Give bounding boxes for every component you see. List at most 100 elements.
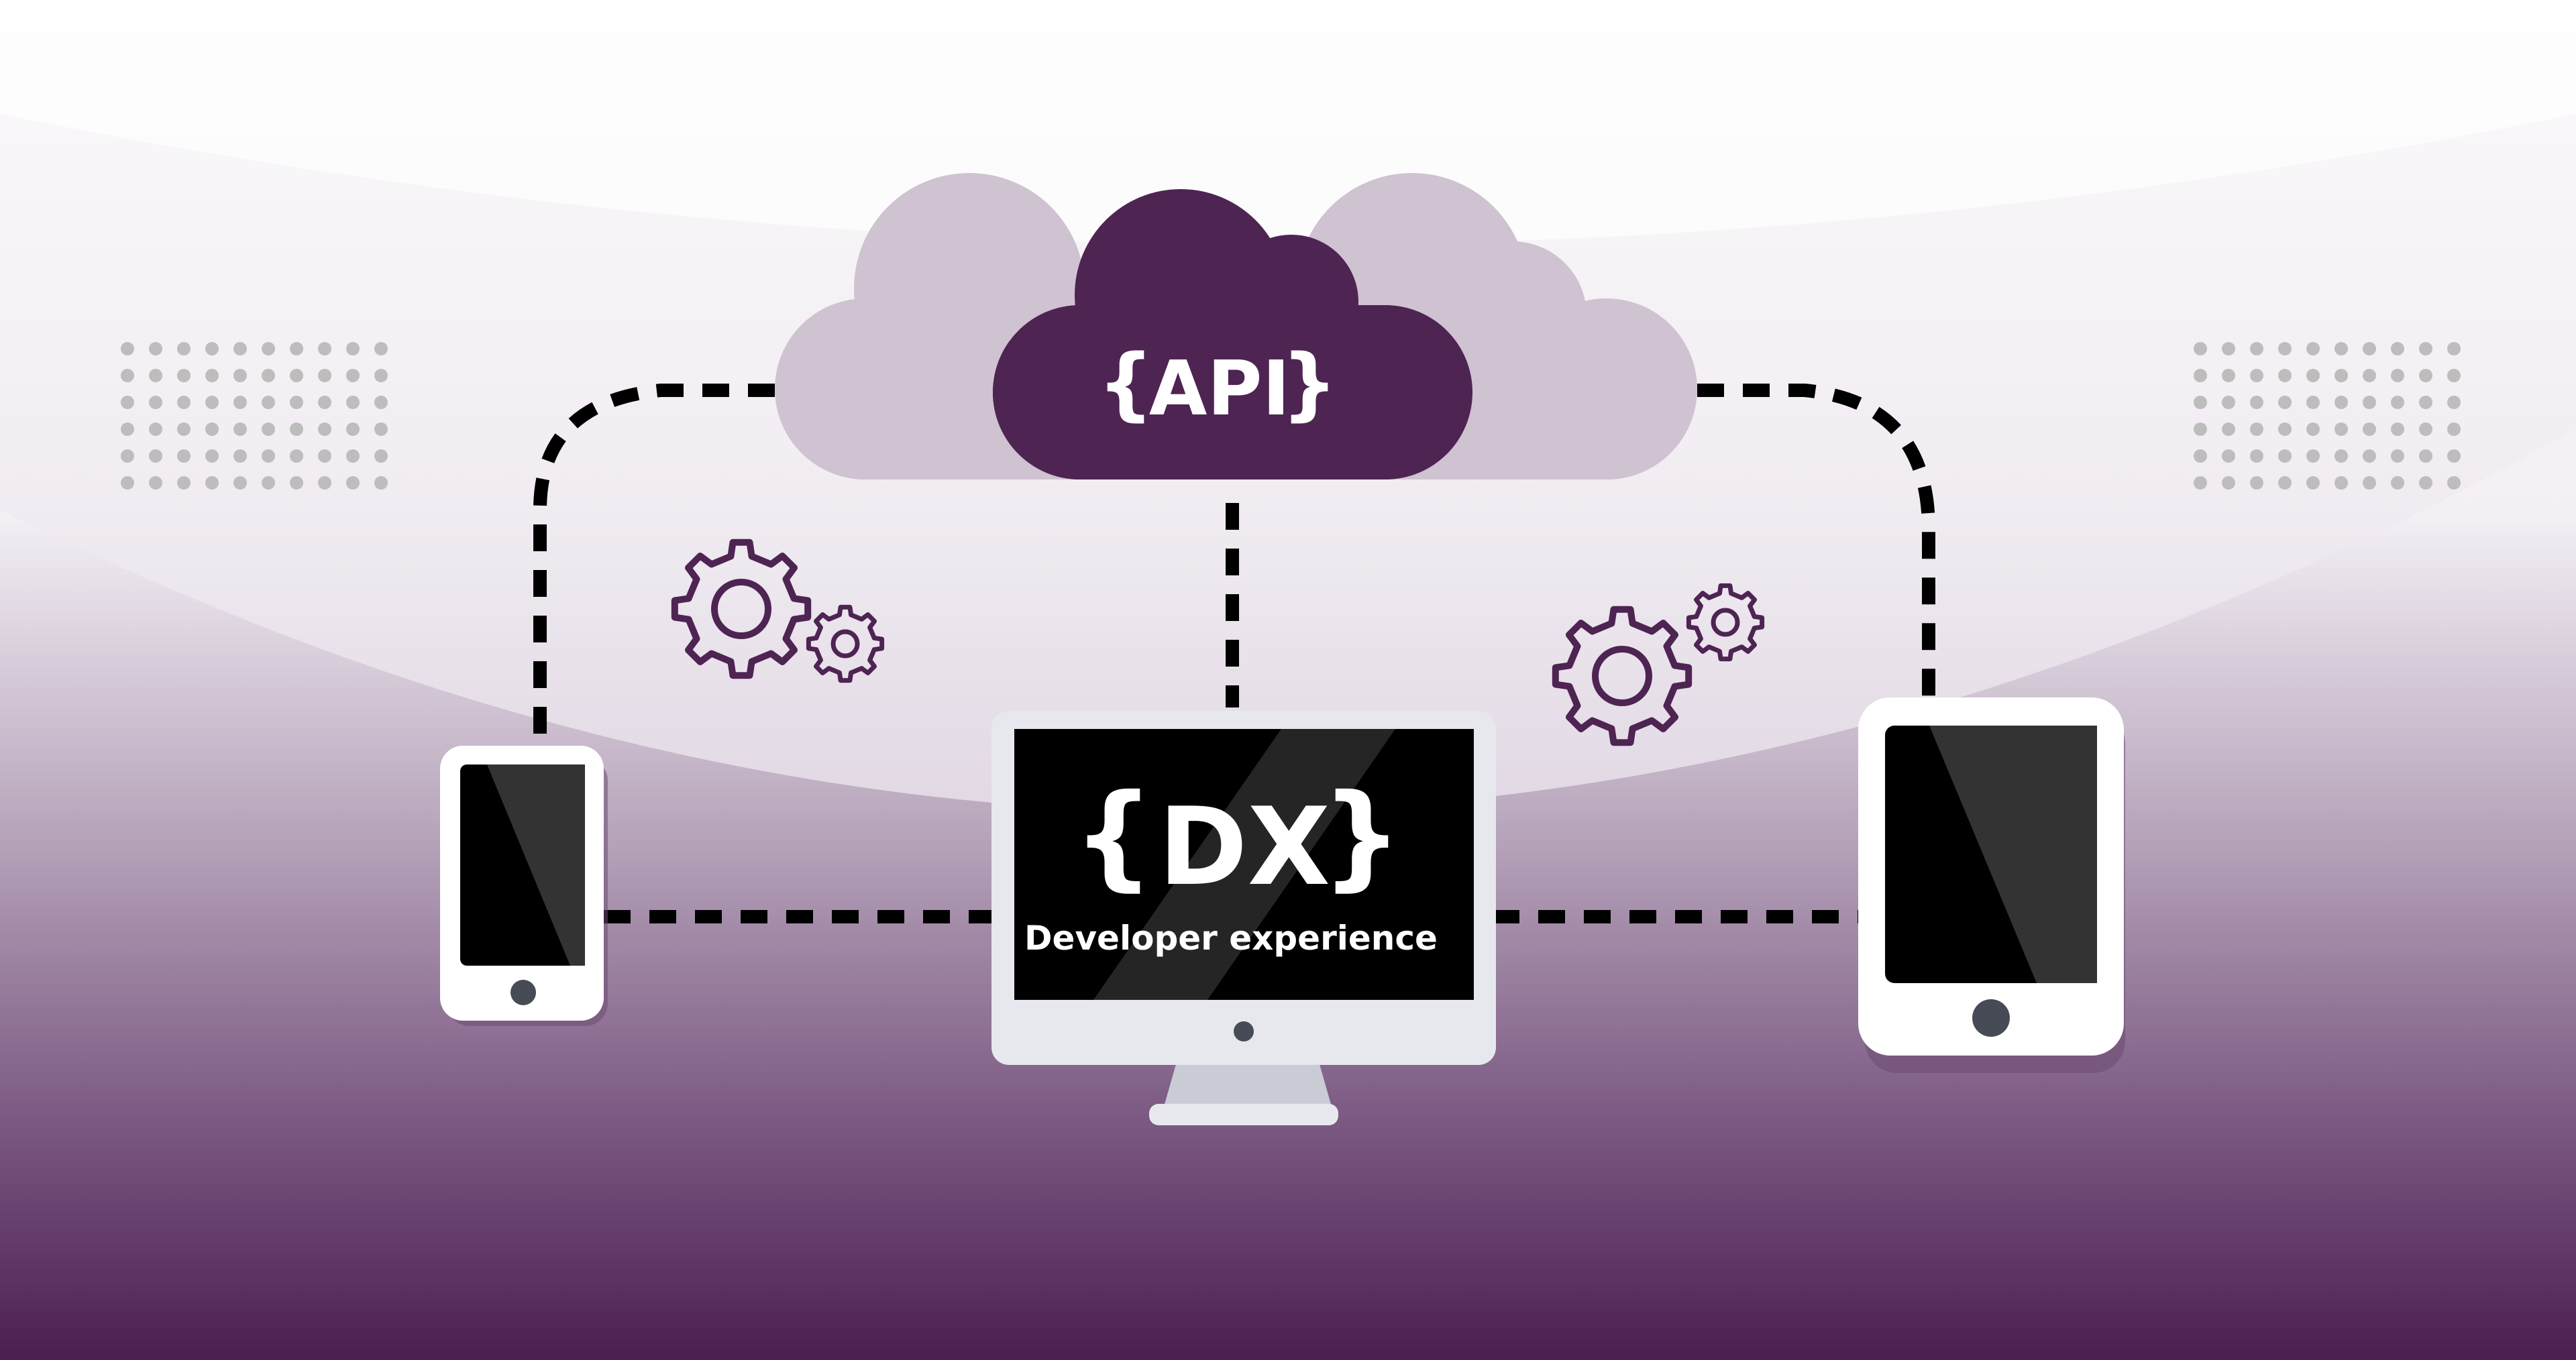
gears xyxy=(671,539,1765,746)
monitor-camera-dot xyxy=(1234,1021,1254,1041)
dot xyxy=(290,449,303,463)
dot xyxy=(149,422,162,436)
dot xyxy=(205,449,219,463)
dot xyxy=(346,422,360,436)
dot xyxy=(2222,369,2235,382)
dot xyxy=(121,342,134,355)
dot xyxy=(290,342,303,355)
dx-subtitle: Developer experience xyxy=(1024,919,1438,958)
dot xyxy=(262,342,275,355)
dot xyxy=(2306,422,2320,436)
dot xyxy=(2391,476,2404,490)
api-cloud: { API } xyxy=(775,173,1697,479)
dot xyxy=(2447,422,2461,436)
dot xyxy=(149,396,162,409)
dot xyxy=(177,396,191,409)
dot-grid-right xyxy=(2194,342,2461,490)
dot xyxy=(2306,396,2320,409)
dot xyxy=(205,369,219,382)
dot xyxy=(262,369,275,382)
dot xyxy=(2334,449,2348,463)
dot xyxy=(2447,396,2461,409)
dot xyxy=(121,369,134,382)
dot xyxy=(2278,449,2292,463)
dot xyxy=(374,449,388,463)
connector-cloud-to-phone xyxy=(533,384,775,748)
dot xyxy=(149,476,162,490)
dot xyxy=(346,342,360,355)
monitor-device: { DX } Developer experience xyxy=(991,711,1496,1125)
dot xyxy=(2194,342,2207,355)
dot xyxy=(2391,449,2404,463)
dx-brace-close: } xyxy=(1321,770,1402,903)
dot xyxy=(2278,396,2292,409)
tablet-device xyxy=(1858,697,2125,1073)
dot xyxy=(2222,422,2235,436)
dot xyxy=(233,342,247,355)
dot xyxy=(2250,476,2263,490)
dot xyxy=(205,476,219,490)
dot xyxy=(2363,396,2376,409)
dot xyxy=(2278,342,2292,355)
dot xyxy=(2278,476,2292,490)
api-brace-close: } xyxy=(1281,337,1338,429)
dot xyxy=(2419,369,2432,382)
dot xyxy=(318,476,331,490)
dot xyxy=(346,449,360,463)
dot xyxy=(177,342,191,355)
api-brace-open: { xyxy=(1097,337,1154,429)
dot xyxy=(318,396,331,409)
dot xyxy=(121,476,134,490)
dot xyxy=(233,449,247,463)
dot xyxy=(2306,449,2320,463)
tablet-home-button xyxy=(1972,999,2010,1037)
dot xyxy=(2363,422,2376,436)
dot xyxy=(2278,369,2292,382)
dot xyxy=(318,449,331,463)
dot xyxy=(346,396,360,409)
phone-device xyxy=(440,746,608,1026)
dot xyxy=(374,342,388,355)
dot xyxy=(318,369,331,382)
dot xyxy=(2447,476,2461,490)
monitor-base xyxy=(1149,1104,1338,1125)
dot xyxy=(2222,476,2235,490)
dot xyxy=(262,422,275,436)
dot xyxy=(2222,396,2235,409)
dot xyxy=(374,369,388,382)
dot xyxy=(2250,449,2263,463)
dot xyxy=(2250,342,2263,355)
dot xyxy=(121,449,134,463)
dot xyxy=(2391,342,2404,355)
api-label: API xyxy=(1149,345,1290,433)
dot xyxy=(374,476,388,490)
dot xyxy=(2391,422,2404,436)
dot xyxy=(2194,369,2207,382)
dx-brace-open: { xyxy=(1073,770,1154,903)
dot xyxy=(2334,396,2348,409)
dot xyxy=(2419,476,2432,490)
dot xyxy=(233,476,247,490)
gear-icon xyxy=(1686,583,1765,662)
dot xyxy=(121,422,134,436)
dot xyxy=(2306,342,2320,355)
dot xyxy=(2334,369,2348,382)
dot xyxy=(2306,369,2320,382)
dot xyxy=(2391,369,2404,382)
dot xyxy=(2334,422,2348,436)
dot xyxy=(2250,422,2263,436)
dot xyxy=(2194,476,2207,490)
dot xyxy=(262,476,275,490)
dot xyxy=(2363,369,2376,382)
dot xyxy=(374,422,388,436)
dot xyxy=(290,369,303,382)
connector-cloud-to-tablet xyxy=(1697,384,1935,704)
dot xyxy=(205,422,219,436)
dot xyxy=(318,342,331,355)
dot xyxy=(318,422,331,436)
dot xyxy=(2250,396,2263,409)
dot xyxy=(2194,449,2207,463)
dot xyxy=(177,422,191,436)
dx-title: DX xyxy=(1159,784,1330,909)
